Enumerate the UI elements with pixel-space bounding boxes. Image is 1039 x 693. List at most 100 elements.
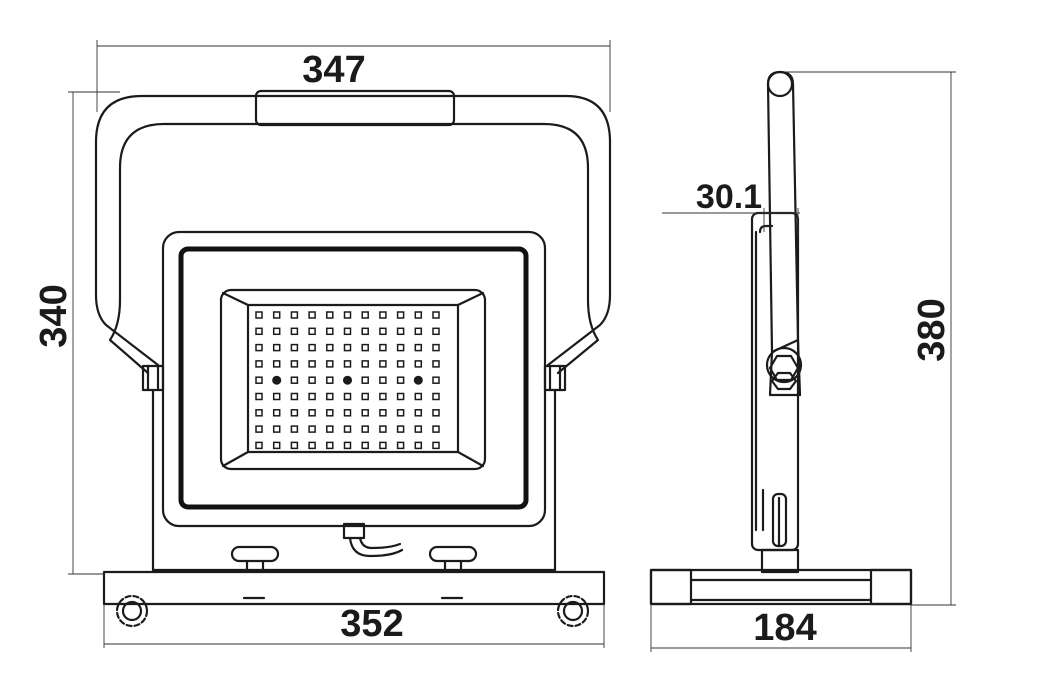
led-chip (290, 360, 299, 368)
led-chip (255, 327, 263, 336)
led-chip (326, 441, 334, 450)
led-chip (414, 360, 423, 368)
led-chip (290, 343, 299, 352)
led-chip (326, 360, 334, 368)
dimension-front-top-width: 347 (96, 40, 611, 112)
label-347: 347 (302, 49, 365, 91)
led-chip (379, 311, 387, 319)
front-mount-brackets (141, 364, 567, 572)
led-chip (379, 425, 387, 433)
led-chip (379, 327, 387, 336)
led-chip (290, 376, 299, 384)
led-chip (379, 441, 387, 450)
led-chip (290, 441, 299, 450)
led-chip (343, 425, 352, 433)
led-chip (272, 441, 281, 450)
led-chip (272, 343, 281, 352)
led-chip (326, 343, 334, 352)
led-chip (255, 409, 263, 417)
front-view: 347 352 340 (33, 40, 612, 648)
led-chip (432, 311, 440, 319)
led-chip (432, 392, 440, 401)
side-view: 30.1 380 184 (649, 70, 956, 652)
led-chip (308, 376, 316, 384)
led-chip (414, 409, 423, 417)
led-chip (396, 425, 405, 433)
led-chip (308, 343, 316, 352)
led-grid (255, 311, 440, 450)
led-chip (255, 360, 263, 368)
led-chip (396, 360, 405, 368)
led-chip (326, 409, 334, 417)
led-chip (308, 392, 316, 401)
led-chip (255, 392, 263, 401)
led-chip (379, 392, 387, 401)
led-chip (379, 376, 387, 384)
led-chip (255, 311, 263, 319)
led-chip (361, 425, 369, 433)
led-sensor-dot (343, 375, 352, 385)
led-chip (272, 425, 281, 433)
led-chip (432, 360, 440, 368)
led-chip (290, 409, 299, 417)
led-chip (396, 409, 405, 417)
led-sensor-dot (413, 375, 423, 385)
led-chip (361, 327, 369, 336)
led-chip (414, 392, 423, 401)
led-chip (343, 311, 352, 319)
led-chip (343, 360, 352, 368)
led-chip (308, 441, 316, 450)
led-chip (272, 392, 281, 401)
dimension-side-height: 380 (786, 71, 956, 606)
led-chip (255, 441, 263, 450)
led-chip (379, 343, 387, 352)
label-30-1: 30.1 (696, 178, 762, 216)
dimension-front-height: 340 (33, 91, 120, 575)
led-chip (308, 311, 316, 319)
led-chip (414, 425, 423, 433)
led-chip (361, 376, 369, 384)
flood-light-housing (161, 230, 547, 528)
handle-grip (254, 89, 456, 127)
led-chip (432, 327, 440, 336)
front-handle (94, 89, 612, 375)
foot-right (428, 545, 478, 563)
led-chip (290, 311, 299, 319)
side-handle-arm (765, 70, 803, 397)
led-chip (343, 409, 352, 417)
led-chip (343, 392, 352, 401)
led-chip (396, 441, 405, 450)
led-chip (326, 311, 334, 319)
led-chip (290, 392, 299, 401)
led-chip (414, 441, 423, 450)
led-chip (432, 425, 440, 433)
front-base (102, 570, 606, 628)
label-380: 380 (911, 298, 953, 361)
led-chip (396, 392, 405, 401)
front-glass-frame (178, 246, 529, 510)
led-chip (290, 327, 299, 336)
led-chip (255, 425, 263, 433)
led-chip (432, 343, 440, 352)
led-chip (361, 441, 369, 450)
led-chip (396, 343, 405, 352)
side-stand (649, 548, 913, 606)
dimension-side-depth: 30.1 (662, 178, 800, 236)
led-chip (361, 392, 369, 401)
dimension-front-base-width: 352 (103, 603, 605, 648)
led-chip (272, 409, 281, 417)
front-cable-and-feet (230, 522, 478, 574)
led-chip (432, 376, 440, 384)
led-chip (396, 376, 405, 384)
led-chip (361, 343, 369, 352)
led-chip (379, 409, 387, 417)
led-chip (379, 360, 387, 368)
led-chip (308, 327, 316, 336)
led-chip (326, 376, 334, 384)
led-chip (255, 376, 263, 384)
led-chip (272, 327, 281, 336)
label-340: 340 (33, 284, 75, 347)
led-chip (361, 409, 369, 417)
